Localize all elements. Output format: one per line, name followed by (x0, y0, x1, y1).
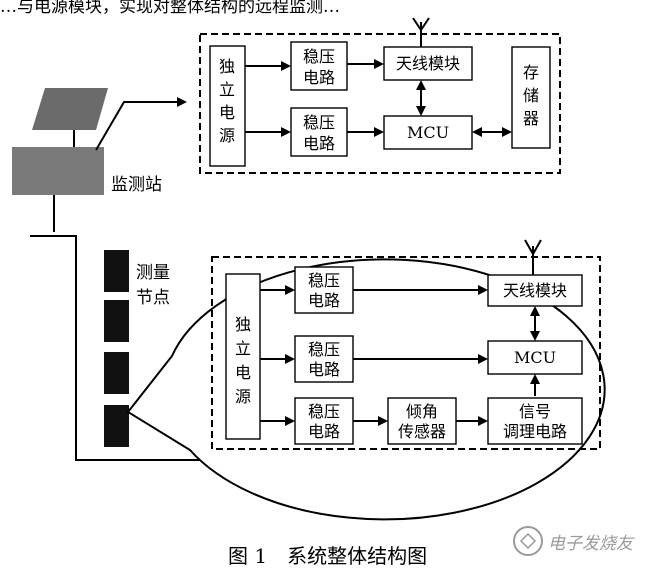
bottom-antenna-text: 天线模块 (503, 281, 567, 300)
bottom-power-text: 源 (235, 387, 251, 406)
watermark-text: 电子发烧友 (548, 534, 635, 554)
top-regulator-1 (290, 41, 348, 91)
node-label-line1: 测量 (136, 263, 170, 283)
measurement-node (104, 300, 129, 342)
node-block-frame (211, 256, 601, 450)
bottom-reg1-text: 稳压 (308, 271, 340, 290)
bottom-power-text: 独 (235, 315, 251, 334)
station-block-frame (199, 33, 561, 174)
bottom-power-text: 立 (235, 339, 251, 358)
bottom-antenna-module (487, 274, 583, 307)
tilt-sensor-text: 传感器 (398, 422, 446, 441)
top-antenna-icon (412, 17, 430, 47)
callout-bubble (126, 258, 606, 521)
bottom-power-text: 电 (235, 363, 251, 382)
monitoring-station-box (12, 147, 104, 195)
bottom-antenna-icon (524, 239, 542, 275)
top-storage-text: 储 (523, 86, 539, 105)
signal-conditioning-text: 调理电路 (503, 422, 567, 441)
top-mcu-text: MCU (407, 123, 449, 142)
bottom-reg3-text: 稳压 (308, 402, 340, 421)
tilt-sensor (387, 397, 457, 445)
bottom-mcu (487, 340, 583, 375)
bottom-power-box (225, 273, 261, 440)
tilt-sensor-text: 倾角 (406, 402, 438, 421)
top-power-text: 独 (219, 57, 235, 76)
top-antenna-text: 天线模块 (396, 54, 460, 73)
top-storage-text: 存 (523, 63, 539, 82)
top-reg1-text: 稳压 (303, 47, 335, 66)
station-link-arrow (95, 97, 187, 151)
top-power-text: 源 (219, 126, 235, 145)
measurement-node (104, 405, 129, 447)
signal-conditioning (487, 397, 583, 445)
top-reg2-text: 稳压 (303, 113, 335, 132)
top-regulator-2 (290, 107, 348, 157)
top-reg2-text: 电路 (303, 134, 335, 153)
watermark-logo: 电子发烧友 (513, 526, 635, 556)
top-power-text: 电 (219, 103, 235, 122)
measurement-pole (30, 235, 200, 461)
top-reg1-text: 电路 (303, 68, 335, 87)
cropped-header-text: …与电源模块，实现对整体结构的远程监测… (0, 0, 340, 17)
bottom-reg1-text: 电路 (308, 291, 340, 310)
figure-caption: 图 1 系统整体结构图 (228, 544, 427, 568)
bottom-reg3-text: 电路 (308, 422, 340, 441)
top-power-text: 立 (219, 80, 235, 99)
top-antenna-module (383, 46, 473, 81)
bottom-mcu-text: MCU (514, 348, 556, 367)
bottom-regulator-2 (294, 335, 354, 383)
measurement-node (104, 352, 129, 394)
top-storage (511, 46, 551, 149)
bottom-reg2-text: 电路 (308, 360, 340, 379)
top-storage-text: 器 (523, 109, 539, 128)
solar-panel-icon (32, 88, 108, 130)
node-label-line2: 节点 (136, 288, 170, 308)
top-power-box (209, 45, 246, 167)
measurement-node (104, 250, 129, 292)
station-label: 监测站 (111, 175, 162, 195)
signal-conditioning-text: 信号 (519, 402, 551, 421)
bottom-reg2-text: 稳压 (308, 340, 340, 359)
